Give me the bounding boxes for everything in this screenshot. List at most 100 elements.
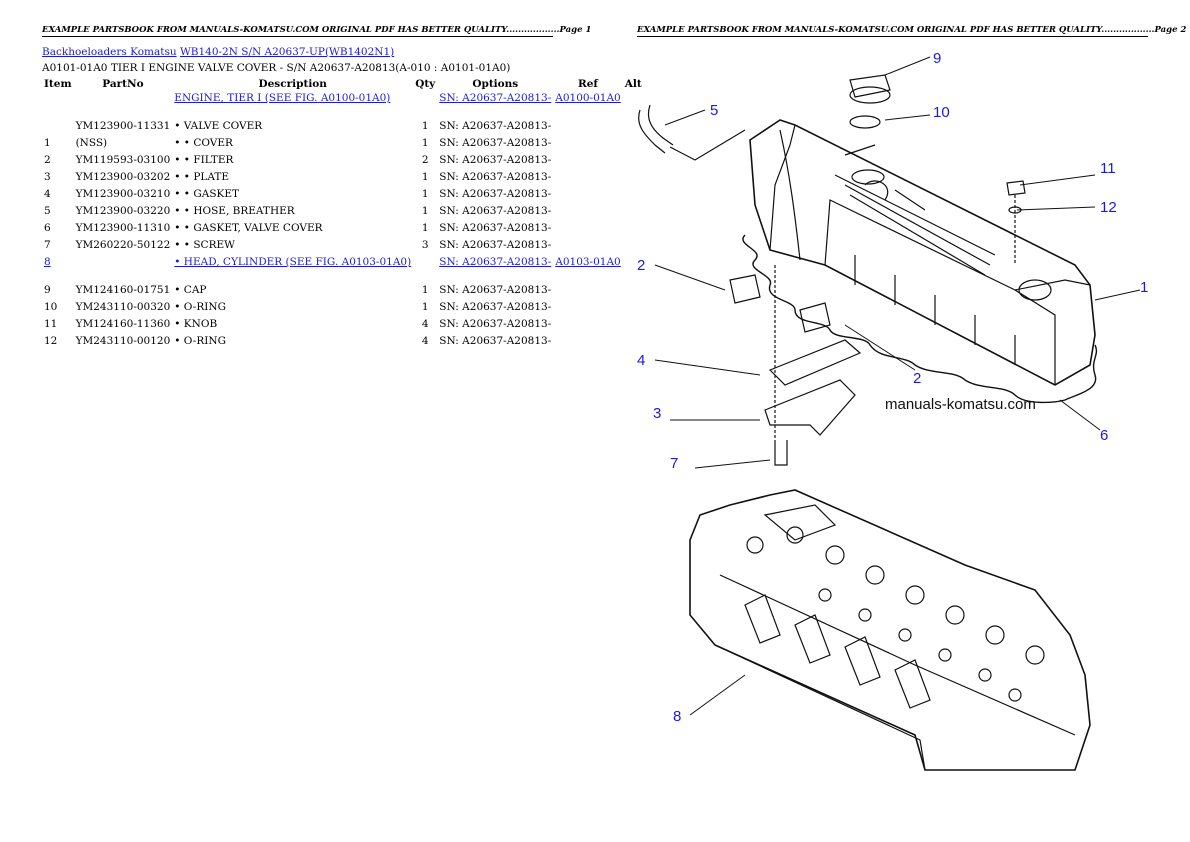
- cell-options: SN: A20637-A20813-: [437, 93, 553, 121]
- callout-9: 9: [933, 50, 941, 67]
- ref-link[interactable]: A0103-01A0: [555, 256, 621, 268]
- cell-item: 4: [44, 188, 51, 200]
- cell-description: • • FILTER: [174, 154, 234, 166]
- cell-qty: [413, 93, 437, 121]
- cell-options: SN: A20637-A20813-: [439, 188, 552, 200]
- page-header: EXAMPLE PARTSBOOK FROM MANUALS-KOMATSU.C…: [637, 25, 1187, 37]
- table-header-row: Item PartNo Description Qty Options Ref …: [42, 77, 644, 93]
- breadcrumb-link-model[interactable]: WB140-2N S/N A20637-UP(WB1402N1): [179, 46, 395, 58]
- table-row: 4 YM123900-03210 • • GASKET 1 SN: A20637…: [42, 189, 644, 206]
- cell-description: • O-RING: [174, 301, 226, 313]
- cell-options: SN: A20637-A20813-: [439, 154, 552, 166]
- cell-ref: A0103-01A0: [553, 257, 622, 285]
- col-header-qty: Qty: [415, 78, 436, 90]
- cell-qty: 1: [421, 188, 429, 200]
- cell-item: 11: [44, 318, 58, 330]
- cell-item: 6: [44, 222, 51, 234]
- cell-partno: (NSS): [75, 137, 108, 149]
- callout-10: 10: [933, 104, 950, 121]
- table-row: 9 YM124160-01751 • CAP 1 SN: A20637-A208…: [42, 285, 644, 302]
- table-row: 1 (NSS) • • COVER 1 SN: A20637-A20813-: [42, 138, 644, 155]
- table-row: 12 YM243110-00120 • O-RING 4 SN: A20637-…: [42, 336, 644, 353]
- col-header-description: Description: [258, 78, 327, 90]
- options-link[interactable]: SN: A20637-A20813-: [439, 256, 552, 268]
- breadcrumb: Backhoeloaders Komatsu WB140-2N S/N A206…: [42, 46, 394, 58]
- valve-cover-drawing: [742, 119, 1098, 404]
- cell-qty: 1: [421, 205, 429, 217]
- parts-table: Item PartNo Description Qty Options Ref …: [42, 77, 644, 353]
- cell-item: 12: [44, 335, 58, 347]
- table-row: 8 • HEAD, CYLINDER (SEE FIG. A0103-01A0)…: [42, 257, 644, 285]
- table-row: 11 YM124160-11360 • KNOB 4 SN: A20637-A2…: [42, 319, 644, 336]
- cell-partno: YM243110-00120: [75, 335, 171, 347]
- cell-description: • KNOB: [174, 318, 218, 330]
- col-header-alt: Alt: [624, 78, 642, 90]
- table-row: 6 YM123900-11310 • • GASKET, VALVE COVER…: [42, 223, 644, 240]
- description-link[interactable]: • HEAD, CYLINDER (SEE FIG. A0103-01A0): [174, 256, 412, 268]
- cell-item: 8: [42, 257, 74, 285]
- cell-options: SN: A20637-A20813-: [439, 318, 552, 330]
- cell-options: SN: A20637-A20813-: [439, 284, 552, 296]
- options-link[interactable]: SN: A20637-A20813-: [439, 92, 552, 104]
- callout-5: 5: [710, 102, 718, 119]
- cell-partno: [74, 257, 173, 285]
- cell-qty: 1: [421, 284, 429, 296]
- callout-2b: 2: [913, 370, 921, 387]
- cell-qty: 4: [421, 335, 429, 347]
- cell-options: SN: A20637-A20813-: [439, 301, 552, 313]
- cell-qty: 2: [421, 154, 429, 166]
- cell-partno: YM123900-11310: [75, 222, 171, 234]
- col-header-options: Options: [472, 78, 519, 90]
- cell-options: SN: A20637-A20813-: [439, 171, 552, 183]
- cell-ref: A0100-01A0: [553, 93, 622, 121]
- ref-link[interactable]: A0100-01A0: [555, 92, 621, 104]
- cell-partno: YM243110-00320: [75, 301, 171, 313]
- table-row: 2 YM119593-03100 • • FILTER 2 SN: A20637…: [42, 155, 644, 172]
- callout-8: 8: [673, 708, 681, 725]
- item-link[interactable]: 8: [44, 256, 51, 268]
- cell-qty: 1: [421, 120, 429, 132]
- callout-1: 1: [1140, 279, 1148, 296]
- exploded-parts-diagram: 9 5 10 11 12 1 2 2 4 3 6 7 8 manuals-kom…: [637, 50, 1148, 771]
- cell-item: 5: [44, 205, 51, 217]
- cell-partno: YM123900-03202: [75, 171, 171, 183]
- cell-description: ENGINE, TIER I (SEE FIG. A0100-01A0): [172, 93, 413, 121]
- leader-lines: [654, 56, 1141, 716]
- cell-item: 3: [44, 171, 51, 183]
- cell-partno: YM119593-03100: [75, 154, 171, 166]
- knob-drawing: [1006, 180, 1026, 265]
- cell-description: • • COVER: [174, 137, 233, 149]
- cell-qty: 1: [421, 301, 429, 313]
- plate-gasket-drawing: [764, 265, 862, 466]
- cell-partno: [74, 93, 173, 121]
- cylinder-head-drawing: [689, 489, 1091, 771]
- cell-partno: YM124160-01751: [75, 284, 171, 296]
- callout-6: 6: [1100, 427, 1108, 444]
- cell-options: SN: A20637-A20813-: [439, 120, 552, 132]
- page-title: A0101-01A0 TIER I ENGINE VALVE COVER - S…: [42, 62, 511, 74]
- cell-options: SN: A20637-A20813-: [437, 257, 553, 285]
- table-row: YM123900-11331 • VALVE COVER 1 SN: A2063…: [42, 121, 644, 138]
- callout-11: 11: [1100, 160, 1116, 177]
- col-header-ref: Ref: [578, 78, 598, 90]
- cell-description: • • GASKET: [174, 188, 240, 200]
- cell-partno: YM123900-03210: [75, 188, 171, 200]
- oil-cap-drawing: [849, 74, 891, 129]
- callout-7: 7: [670, 455, 678, 472]
- breadcrumb-link-category[interactable]: Backhoeloaders Komatsu: [42, 46, 177, 58]
- callout-4: 4: [637, 352, 645, 369]
- cell-qty: [413, 257, 437, 285]
- cell-qty: 1: [421, 171, 429, 183]
- table-row: 5 YM123900-03220 • • HOSE, BREATHER 1 SN…: [42, 206, 644, 223]
- cell-description: • CAP: [174, 284, 207, 296]
- cell-qty: 3: [421, 239, 429, 251]
- cell-description: • HEAD, CYLINDER (SEE FIG. A0103-01A0): [172, 257, 413, 285]
- table-row: 7 YM260220-50122 • • SCREW 3 SN: A20637-…: [42, 240, 644, 257]
- cell-qty: 4: [421, 318, 429, 330]
- page-1: EXAMPLE PARTSBOOK FROM MANUALS-KOMATSU.C…: [42, 25, 642, 347]
- cell-item: [42, 121, 74, 138]
- cell-item: 10: [44, 301, 58, 313]
- description-link[interactable]: ENGINE, TIER I (SEE FIG. A0100-01A0): [174, 92, 391, 104]
- cell-item: 9: [44, 284, 51, 296]
- cell-description: • • GASKET, VALVE COVER: [174, 222, 323, 234]
